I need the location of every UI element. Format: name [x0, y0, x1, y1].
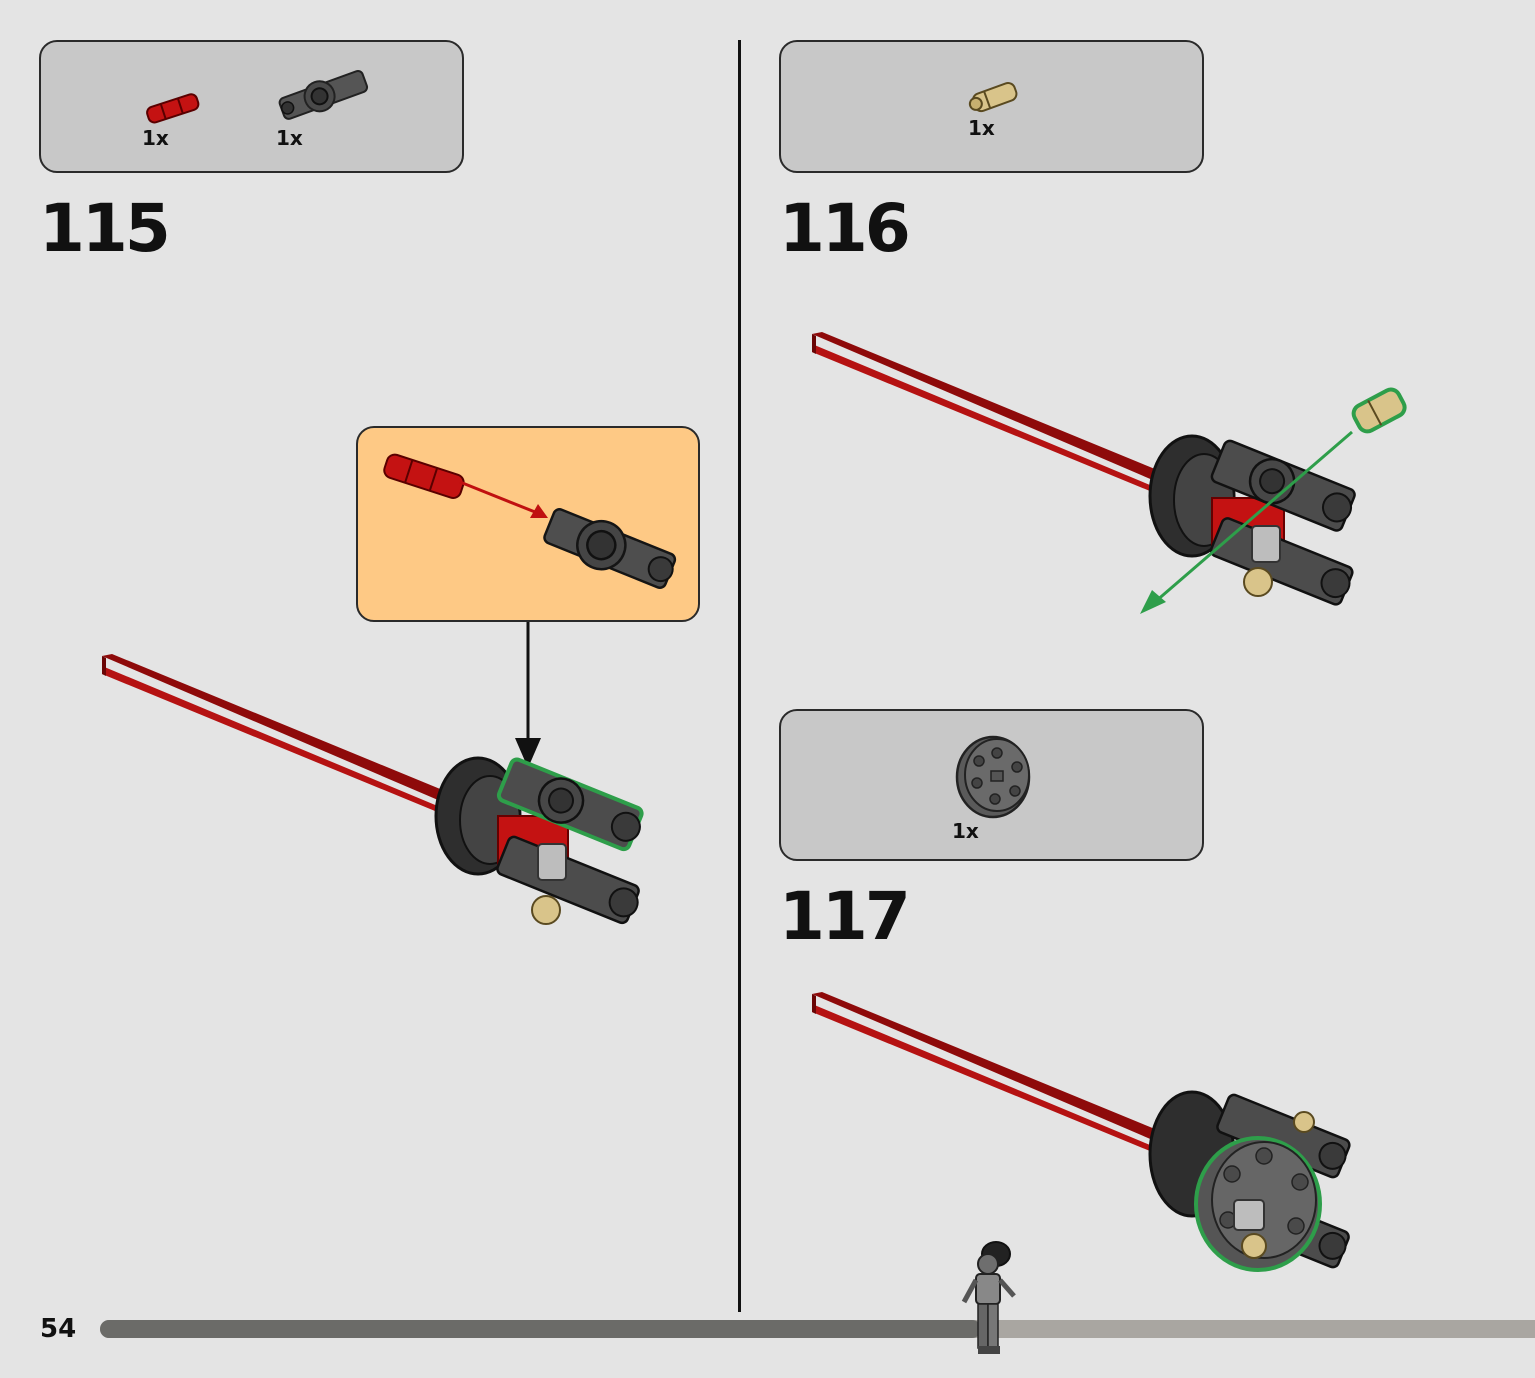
progress-bar: [100, 1320, 1535, 1338]
step-116-part-1-qty: 1x: [968, 116, 995, 140]
page-number: 54: [40, 1314, 77, 1344]
step-116-model: [812, 332, 1407, 614]
grey-round-plate-icon: [955, 735, 1031, 819]
minifigure-progress-marker-icon: [961, 1241, 1016, 1354]
callout-red-connector-icon: [383, 453, 465, 500]
red-axle-connector-icon: [146, 93, 200, 124]
step-117-part-1-qty: 1x: [952, 819, 979, 843]
step-115-part-1-qty: 1x: [142, 126, 169, 150]
page-column-divider: [738, 40, 741, 1312]
step-115-callout: [356, 426, 700, 622]
callout-pointer-arrow: [515, 622, 541, 768]
step-115-number: 115: [39, 190, 171, 267]
step-115-model: [102, 654, 644, 925]
callout-grey-connector-icon: [543, 508, 677, 589]
tan-pin-icon: [968, 82, 1018, 113]
step-116-number: 116: [779, 190, 911, 267]
step-117-model: [812, 992, 1351, 1272]
progress-bar-fill: [100, 1320, 982, 1338]
step-115-parts-box: 1x 1x: [39, 40, 464, 173]
step-116-parts-box: 1x: [779, 40, 1204, 173]
grey-axle-connector-icon: [278, 69, 369, 120]
step-117-parts-box: 1x: [779, 709, 1204, 861]
step-117-number: 117: [779, 878, 911, 955]
callout-arrow-icon: [459, 480, 548, 518]
step-115-part-2-qty: 1x: [276, 126, 303, 150]
